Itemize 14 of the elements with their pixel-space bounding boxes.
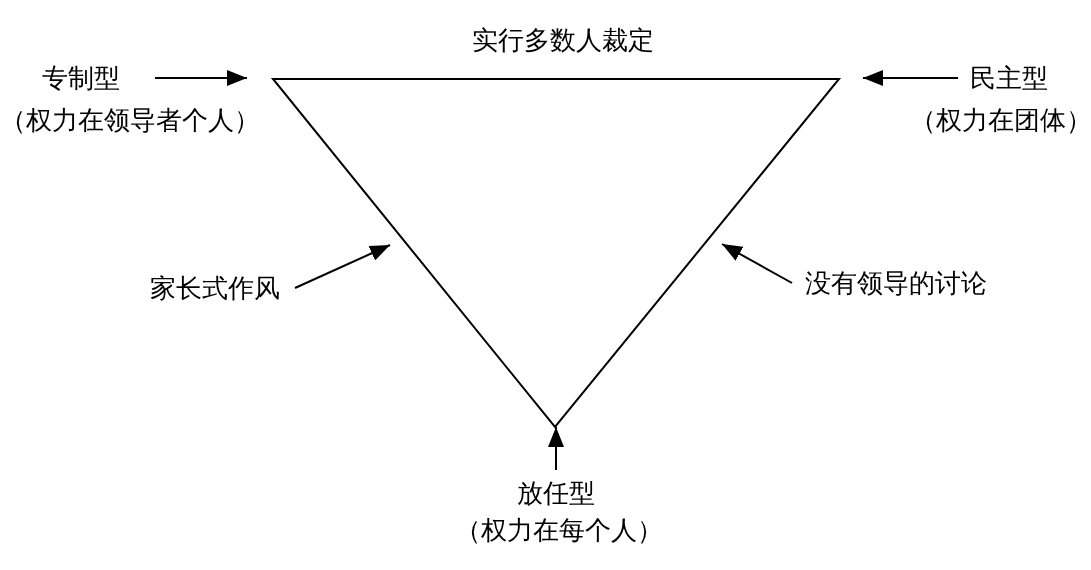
power-note: （权力在每个人） — [455, 515, 663, 545]
arrow — [548, 426, 564, 471]
power-note: （权力在领导者个人） — [0, 105, 260, 135]
arrow — [862, 70, 959, 86]
style-type-label: 专制型 — [42, 63, 120, 93]
style-type-label: 放任型 — [517, 478, 595, 508]
power-note: （权力在团体） — [910, 105, 1091, 135]
side-label: 实行多数人裁定 — [472, 25, 654, 55]
arrow — [721, 243, 793, 284]
style-label: 没有领导的讨论 — [805, 268, 987, 298]
style-type-label: 民主型 — [970, 63, 1048, 93]
arrow — [154, 70, 248, 86]
style-label: 家长式作风 — [150, 273, 280, 303]
arrow — [294, 244, 391, 289]
